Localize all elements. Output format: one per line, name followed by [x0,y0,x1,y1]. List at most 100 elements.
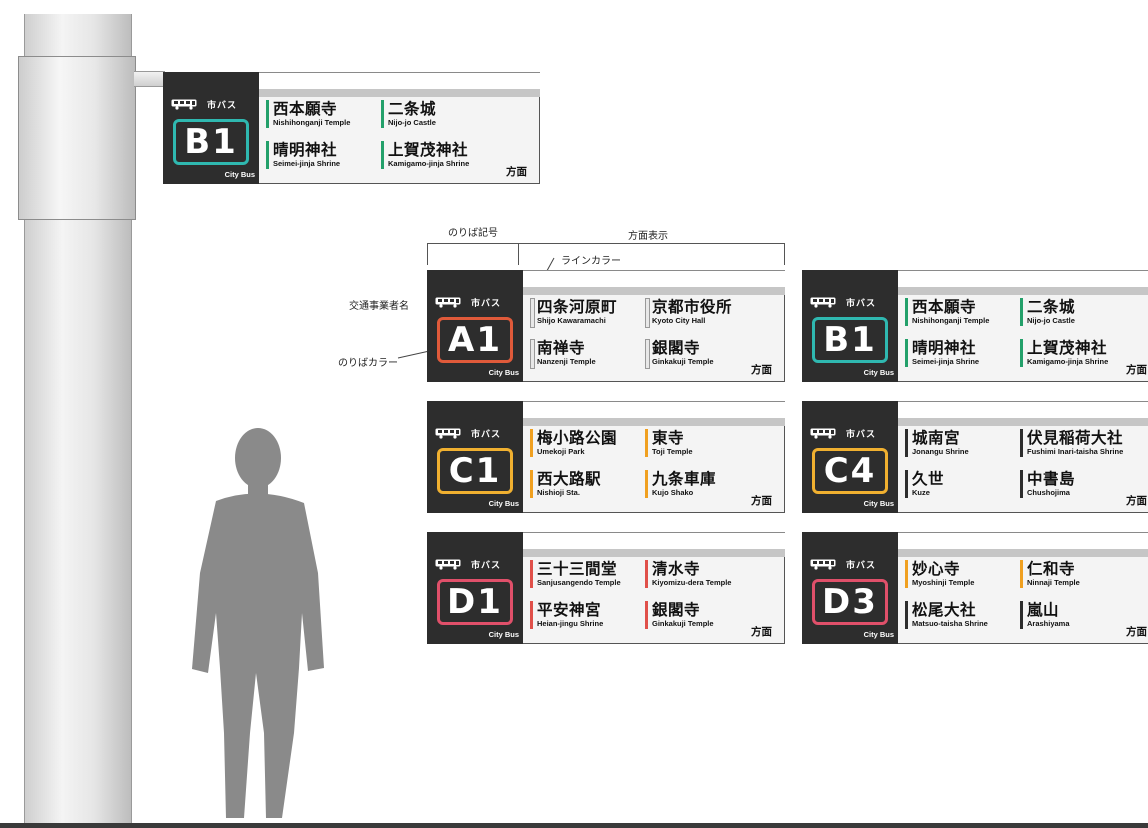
destination-ja: 晴明神社 [912,339,977,357]
platform-code-box: D1 [437,579,513,625]
destination-ja: 仁和寺 [1027,560,1076,578]
destination-en: Matsuo-taisha Shrine [912,619,988,628]
destination-en: Kamigamo-jinja Shrine [388,159,470,168]
line-color-bar [645,429,648,457]
operator-name: 市バス [207,100,238,111]
city-bus-label: City Bus [863,630,894,639]
line-color-bar [1020,429,1023,457]
destination-en: Kiyomizu-dera Temple [652,578,732,587]
bus-icon [435,424,461,443]
ground-line [0,823,1148,828]
line-color-bar [645,560,648,588]
destination-ja: 清水寺 [652,560,701,578]
person-silhouette [192,428,324,818]
annotation-operator-name: 交通事業者名 [349,301,409,312]
bus-icon [171,95,197,114]
destination-en: Nijo-jo Castle [1027,316,1075,325]
annotation-platform-code: のりば記号 [448,228,498,239]
destination-en: Sanjusangendo Temple [537,578,621,587]
line-color-bar [905,470,908,498]
destination-en: Shijo Kawaramachi [537,316,606,325]
line-color-bar [1020,298,1023,326]
sign-top-bar [898,270,1148,295]
destination-ja: 上賀茂神社 [1027,339,1108,357]
line-color-bar [530,339,535,369]
destination-ja: 久世 [912,470,945,488]
line-color-bar [905,298,908,326]
city-bus-label: City Bus [488,499,519,508]
destination-ja: 中書島 [1027,470,1076,488]
destination-ja: 南禅寺 [537,339,586,357]
line-color-bar [645,339,650,369]
sign-top-bar [523,532,785,557]
destination-ja: 四条河原町 [537,298,618,316]
destination-ja: 銀閣寺 [652,601,701,619]
destination-ja: 妙心寺 [912,560,961,578]
destination-ja: 梅小路公園 [537,429,618,447]
destination-ja: 三十三間堂 [537,560,618,578]
destination-en: Ninnaji Temple [1027,578,1080,587]
destination-ja: 西大路駅 [537,470,602,488]
platform-code: C1 [448,451,502,491]
sign-top-bar [523,270,785,295]
direction-suffix: 方面 [751,626,772,638]
city-bus-label: City Bus [863,499,894,508]
destination-en: Seimei-jinja Shrine [273,159,341,168]
platform-code: D1 [447,582,503,622]
line-color-bar [530,560,533,588]
destination-en: Fushimi Inari-taisha Shrine [1027,447,1124,456]
destination-en: Arashiyama [1027,619,1070,628]
operator-name: 市バス [471,560,502,571]
line-color-bar [905,339,908,367]
bracket-direction [519,243,784,244]
destination-ja: 西本願寺 [912,298,977,316]
city-bus-label: City Bus [863,368,894,377]
annotation-platform-color: のりばカラー [338,358,398,369]
destination-en: Nishihonganji Temple [912,316,990,325]
platform-code: A1 [448,320,502,360]
destination-en: Jonangu Shrine [912,447,969,456]
bus-icon [435,555,461,574]
platform-code: B1 [184,122,238,162]
platform-code-box: B1 [173,119,249,165]
destination-en: Toji Temple [652,447,693,456]
platform-code: B1 [823,320,877,360]
destination-en: Ginkakuji Temple [652,619,714,628]
platform-code: C4 [823,451,877,491]
line-color-bar [905,601,908,629]
line-color-bar [645,470,648,498]
destination-en: Kyoto City Hall [652,316,706,325]
destination-en: Nishihonganji Temple [273,118,351,127]
line-color-bar [530,601,533,629]
destination-ja: 平安神宮 [537,601,602,619]
line-color-bar [530,298,535,328]
city-bus-label: City Bus [488,368,519,377]
operator-name: 市バス [846,298,877,309]
line-color-bar [1020,560,1023,588]
destination-en: Kujo Shako [652,488,694,497]
destination-ja: 京都市役所 [652,298,733,316]
platform-code-box: B1 [812,317,888,363]
